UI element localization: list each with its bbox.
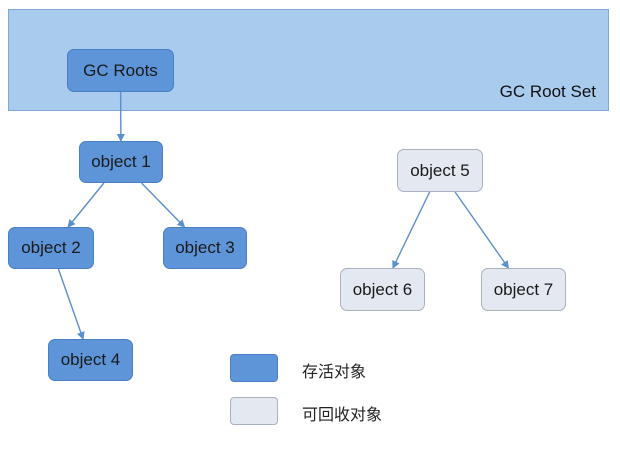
node-object-1: object 1 <box>79 141 163 183</box>
node-label: object 7 <box>493 279 554 299</box>
edge-object-2-to-object-4 <box>57 268 85 340</box>
legend-label-live: 存活对象 <box>302 362 367 381</box>
node-label: object 2 <box>21 238 81 257</box>
legend-swatch-live <box>230 354 278 382</box>
node-label: object 3 <box>175 238 235 257</box>
node-object-7: object 7 <box>481 268 566 311</box>
node-object-3: object 3 <box>163 227 247 269</box>
node-object-6: object 6 <box>340 268 425 311</box>
edge-object-5-to-object-7 <box>454 191 509 269</box>
node-label: GC Roots <box>83 60 158 80</box>
legend-swatch-collectable <box>230 397 278 425</box>
node-object-2: object 2 <box>8 227 94 269</box>
node-gc-roots: GC Roots <box>67 49 174 92</box>
legend-label-collectable: 可回收对象 <box>302 405 383 424</box>
gc-root-set-label: GC Root Set <box>499 82 596 101</box>
edge-object-1-to-object-2 <box>67 182 105 228</box>
node-label: object 6 <box>352 279 413 299</box>
edge-object-5-to-object-6 <box>392 191 431 269</box>
node-object-5: object 5 <box>397 149 483 192</box>
node-object-4: object 4 <box>48 339 133 381</box>
edge-object-1-to-object-3 <box>141 182 186 228</box>
node-label: object 5 <box>410 160 470 180</box>
node-label: object 1 <box>91 152 151 171</box>
node-label: object 4 <box>60 350 121 369</box>
